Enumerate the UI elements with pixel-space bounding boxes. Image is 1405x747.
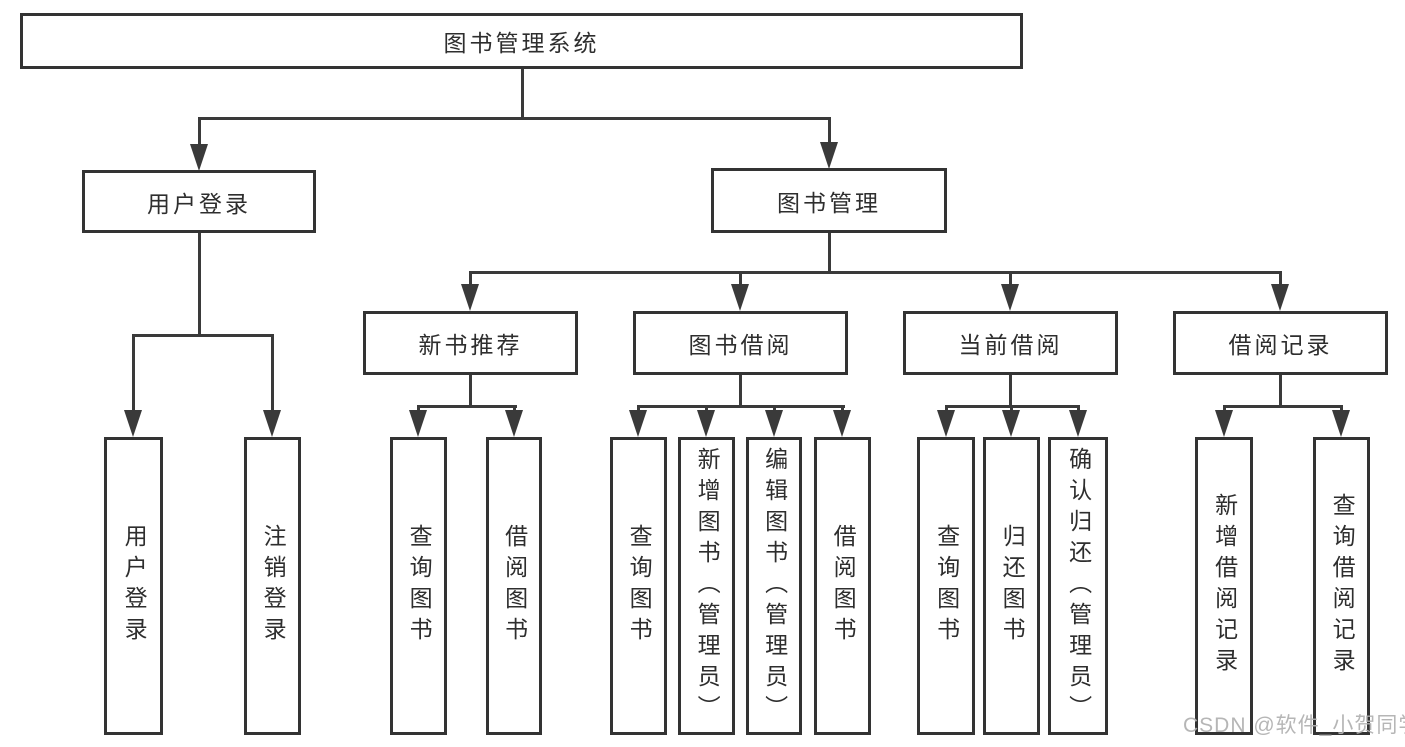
leaf-bb-edit-book-admin: 编辑图书（管理员） <box>746 437 802 735</box>
connector-line <box>1009 375 1012 408</box>
arrowhead <box>937 410 955 437</box>
connector-line <box>132 334 274 337</box>
connector-line <box>739 375 742 408</box>
arrowhead <box>833 410 851 437</box>
connector-line <box>637 405 845 408</box>
connector-line <box>705 405 708 411</box>
connector-line <box>1223 405 1343 408</box>
arrowhead <box>263 410 281 437</box>
connector-line <box>945 405 948 411</box>
connector-line <box>271 334 274 411</box>
arrowhead <box>409 410 427 437</box>
connector-line <box>198 117 201 144</box>
leaf-bb-query-book: 查询图书 <box>610 437 667 735</box>
connector-line <box>841 405 844 411</box>
arrowhead <box>820 142 838 169</box>
connector-line <box>469 271 472 285</box>
leaf-user-login: 用户登录 <box>104 437 163 735</box>
arrowhead <box>1001 284 1019 311</box>
connector-line <box>1009 271 1012 285</box>
node-book-borrow: 图书借阅 <box>633 311 848 375</box>
node-book-management: 图书管理 <box>711 168 947 233</box>
leaf-br-add-record: 新增借阅记录 <box>1195 437 1253 735</box>
arrowhead <box>1271 284 1289 311</box>
arrowhead <box>1002 410 1020 437</box>
arrowhead <box>697 410 715 437</box>
connector-line <box>1279 375 1282 408</box>
arrowhead <box>1069 410 1087 437</box>
connector-line <box>469 375 472 408</box>
node-new-book-recommend: 新书推荐 <box>363 311 578 375</box>
connector-line <box>132 334 135 411</box>
connector-line <box>828 233 831 273</box>
arrowhead <box>461 284 479 311</box>
connector-line <box>198 233 201 335</box>
arrowhead <box>765 410 783 437</box>
arrowhead <box>1215 410 1233 437</box>
connector-line <box>1223 405 1226 411</box>
arrowhead <box>731 284 749 311</box>
leaf-logout: 注销登录 <box>244 437 301 735</box>
node-borrow-record: 借阅记录 <box>1173 311 1388 375</box>
connector-line <box>1340 405 1343 411</box>
connector-line <box>828 117 831 142</box>
connector-line <box>417 405 420 411</box>
connector-line <box>1279 271 1282 285</box>
leaf-cb-confirm-return-admin: 确认归还（管理员） <box>1048 437 1108 735</box>
connector-line <box>773 405 776 411</box>
connector-line <box>1077 405 1080 411</box>
leaf-bb-add-book-admin: 新增图书（管理员） <box>678 437 735 735</box>
connector-line <box>521 69 524 118</box>
leaf-cb-return-book: 归还图书 <box>983 437 1040 735</box>
arrowhead <box>190 144 208 171</box>
arrowhead <box>1332 410 1350 437</box>
connector-line <box>739 271 742 285</box>
leaf-bb-borrow-book: 借阅图书 <box>814 437 871 735</box>
arrowhead <box>629 410 647 437</box>
leaf-nbr-query-book: 查询图书 <box>390 437 447 735</box>
connector-line <box>513 405 516 411</box>
leaf-nbr-borrow-book: 借阅图书 <box>486 437 542 735</box>
arrowhead <box>505 410 523 437</box>
connector-line <box>198 117 831 120</box>
connector-line <box>637 405 640 411</box>
leaf-cb-query-book: 查询图书 <box>917 437 975 735</box>
connector-line <box>417 405 517 408</box>
arrowhead <box>124 410 142 437</box>
node-root-system: 图书管理系统 <box>20 13 1023 69</box>
connector-line <box>1010 405 1013 411</box>
leaf-br-query-record: 查询借阅记录 <box>1313 437 1370 735</box>
watermark: CSDN @软件_小贺同学 <box>1183 714 1405 737</box>
node-user-login: 用户登录 <box>82 170 316 233</box>
connector-line <box>469 271 1282 274</box>
node-current-borrow: 当前借阅 <box>903 311 1118 375</box>
